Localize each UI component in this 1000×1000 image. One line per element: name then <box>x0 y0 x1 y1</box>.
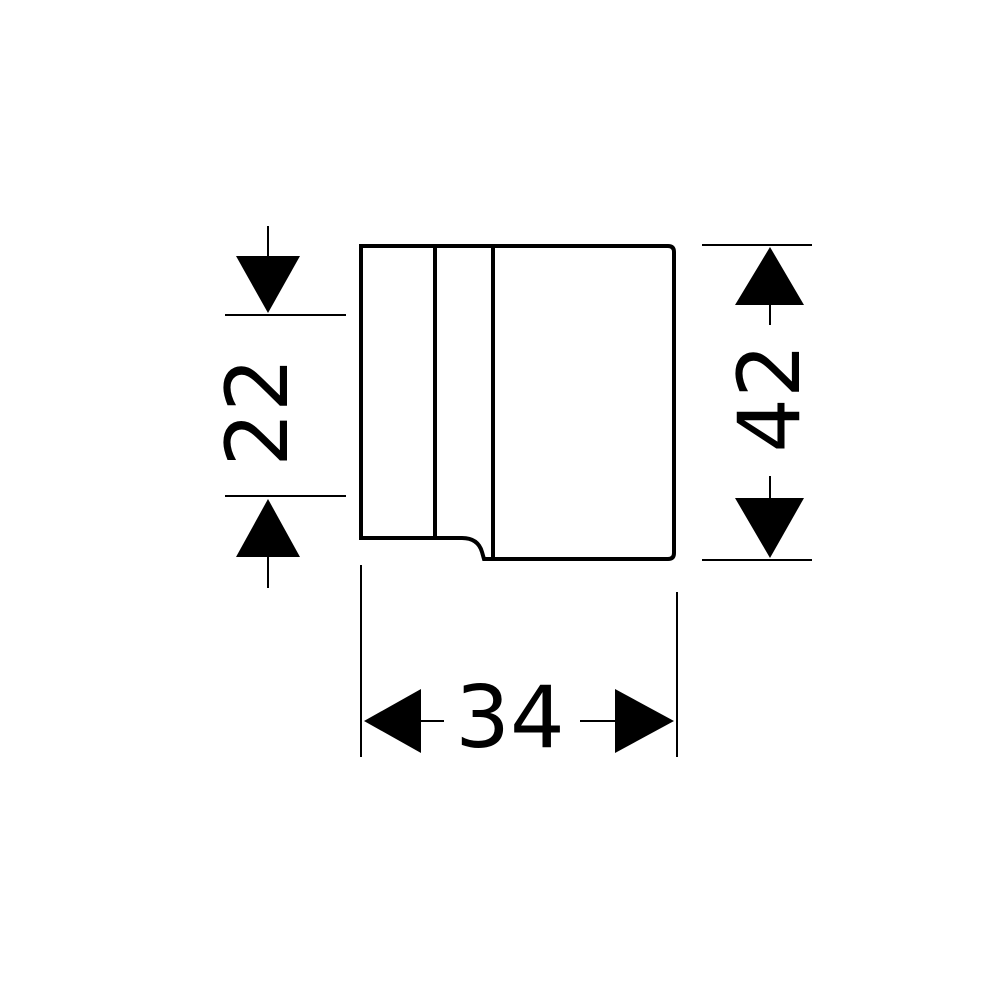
dimension-label-right: 42 <box>720 343 820 452</box>
arrow-right-icon <box>615 689 674 753</box>
dimension-bottom: 34 <box>360 565 678 768</box>
dimension-right: 42 <box>702 244 820 561</box>
arrow-down-icon <box>735 498 804 558</box>
arrow-down-icon <box>236 256 300 313</box>
part-outline <box>359 244 676 561</box>
dimension-label-bottom: 34 <box>455 668 564 768</box>
dimension-label-left: 22 <box>208 357 308 466</box>
dimension-left: 22 <box>208 226 346 588</box>
arrow-left-icon <box>364 689 421 753</box>
arrow-up-icon <box>236 499 300 557</box>
arrow-up-icon <box>735 247 804 305</box>
part-body-outline <box>359 244 676 561</box>
